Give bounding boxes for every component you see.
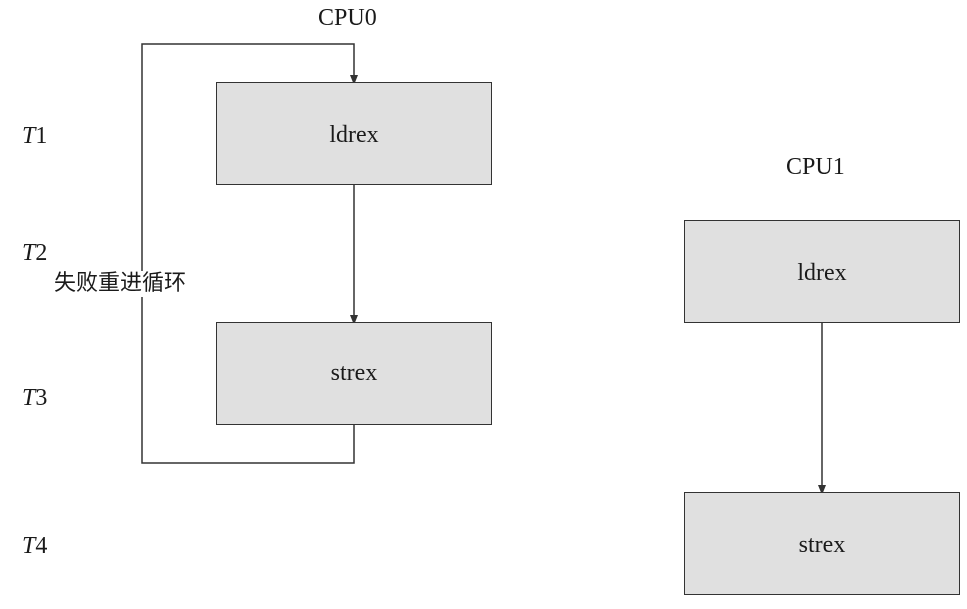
cpu1-title: CPU1 bbox=[786, 154, 845, 180]
time-step-1: T1 bbox=[22, 123, 48, 149]
cpu1-strex-box: strex bbox=[684, 492, 960, 595]
cpu0-strex-box: strex bbox=[216, 322, 492, 425]
time-step-2: T2 bbox=[22, 240, 48, 266]
cpu0-strex-label: strex bbox=[330, 360, 378, 386]
time-step-4: T4 bbox=[22, 533, 48, 559]
cpu0-ldrex-label: ldrex bbox=[329, 122, 379, 148]
cpu1-ldrex-label: ldrex bbox=[797, 260, 847, 286]
cpu0-title: CPU0 bbox=[318, 5, 377, 31]
retry-loop-label: 失败重进循环 bbox=[54, 271, 187, 297]
cpu1-ldrex-box: ldrex bbox=[684, 220, 960, 323]
retry-loop-line bbox=[141, 43, 358, 464]
time-step-3: T3 bbox=[22, 385, 48, 411]
cpu1-strex-label: strex bbox=[798, 532, 846, 558]
cpu0-ldrex-box: ldrex bbox=[216, 82, 492, 185]
